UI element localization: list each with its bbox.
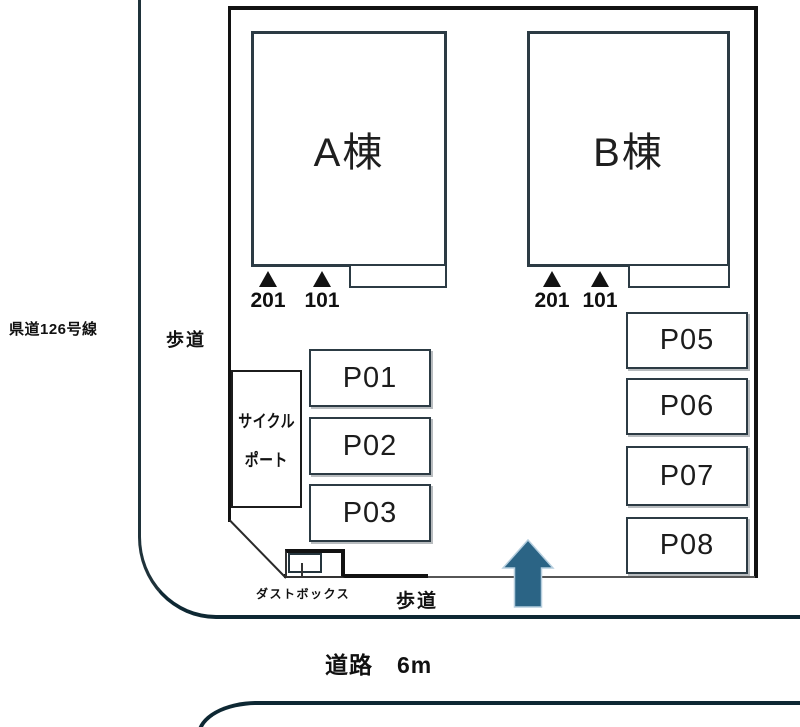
parking-space-p01: P01 bbox=[309, 349, 431, 407]
building-a: A棟 bbox=[251, 31, 447, 267]
entrance-triangle-icon bbox=[313, 271, 331, 287]
building-b: B棟 bbox=[527, 31, 730, 267]
unit-label: 101 bbox=[582, 289, 618, 312]
site-boundary-south-thick bbox=[284, 574, 428, 578]
entrance-triangle-icon bbox=[591, 271, 609, 287]
parking-space-p06: P06 bbox=[626, 378, 748, 435]
cycle-port: サイクル ポート bbox=[231, 370, 302, 508]
entrance-marker-a-201: 201 bbox=[246, 271, 290, 311]
entrance-marker-a-101: 101 bbox=[300, 271, 344, 311]
unit-label: 101 bbox=[304, 289, 340, 312]
cycle-port-label-line2: ポート bbox=[244, 451, 289, 470]
parking-label: P05 bbox=[659, 324, 715, 356]
dust-box-inner bbox=[288, 553, 322, 573]
cycle-port-label-line1: サイクル bbox=[238, 412, 295, 431]
parking-label: P07 bbox=[659, 459, 715, 492]
parking-label: P03 bbox=[342, 496, 398, 529]
parking-label: P01 bbox=[342, 361, 398, 394]
dust-box-handle bbox=[301, 563, 303, 577]
parking-space-p07: P07 bbox=[626, 446, 748, 506]
site-boundary-south-thin bbox=[428, 576, 755, 578]
site-boundary-left bbox=[228, 6, 231, 522]
building-a-label: A棟 bbox=[313, 131, 385, 175]
parking-label: P02 bbox=[342, 429, 398, 462]
sidewalk-label-south: 歩道 bbox=[396, 591, 439, 612]
road-west-edge bbox=[138, 0, 800, 619]
site-boundary-right bbox=[754, 6, 758, 578]
parking-space-p05: P05 bbox=[626, 312, 748, 369]
entrance-marker-b-101: 101 bbox=[578, 271, 622, 311]
parking-space-p02: P02 bbox=[309, 417, 431, 475]
unit-label: 201 bbox=[534, 289, 570, 312]
parking-space-p03: P03 bbox=[309, 484, 431, 542]
parking-space-p08: P08 bbox=[626, 517, 748, 574]
building-b-annex bbox=[628, 264, 730, 288]
road-south-far-edge bbox=[197, 701, 800, 727]
parking-label: P06 bbox=[659, 390, 715, 422]
entrance-marker-b-201: 201 bbox=[530, 271, 574, 311]
prefectural-road-label: 県道126号線 bbox=[9, 321, 98, 338]
parking-label: P08 bbox=[659, 529, 715, 561]
unit-label: 201 bbox=[250, 289, 286, 312]
dust-box-label: ダストボックス bbox=[256, 587, 351, 601]
entrance-triangle-icon bbox=[543, 271, 561, 287]
site-boundary-top bbox=[228, 6, 758, 10]
road-width-label: 道路 6m bbox=[325, 652, 433, 678]
entrance-triangle-icon bbox=[259, 271, 277, 287]
sidewalk-label-west: 歩道 bbox=[166, 330, 206, 350]
building-a-annex bbox=[349, 264, 447, 288]
building-b-label: B棟 bbox=[593, 131, 664, 175]
